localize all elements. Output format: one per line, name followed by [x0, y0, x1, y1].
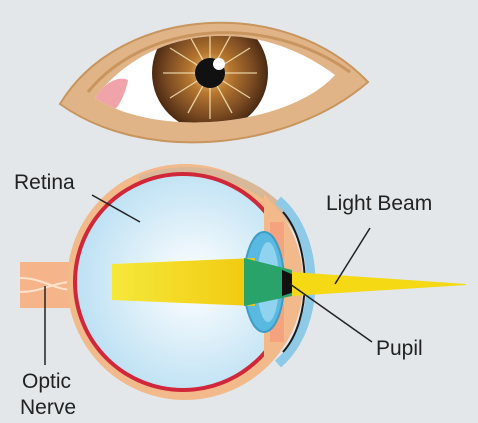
label-pupil: Pupil [376, 337, 423, 361]
label-retina: Retina [14, 171, 75, 195]
label-optic-line2: Nerve [20, 396, 76, 420]
label-light-beam: Light Beam [326, 192, 432, 216]
light-beam-outer [292, 272, 466, 296]
light-beam-leader [335, 228, 370, 284]
pupil-highlight [213, 58, 225, 70]
light-beam-inner [112, 258, 255, 306]
label-optic-line1: Optic [22, 370, 71, 394]
external-eye [60, 15, 368, 142]
